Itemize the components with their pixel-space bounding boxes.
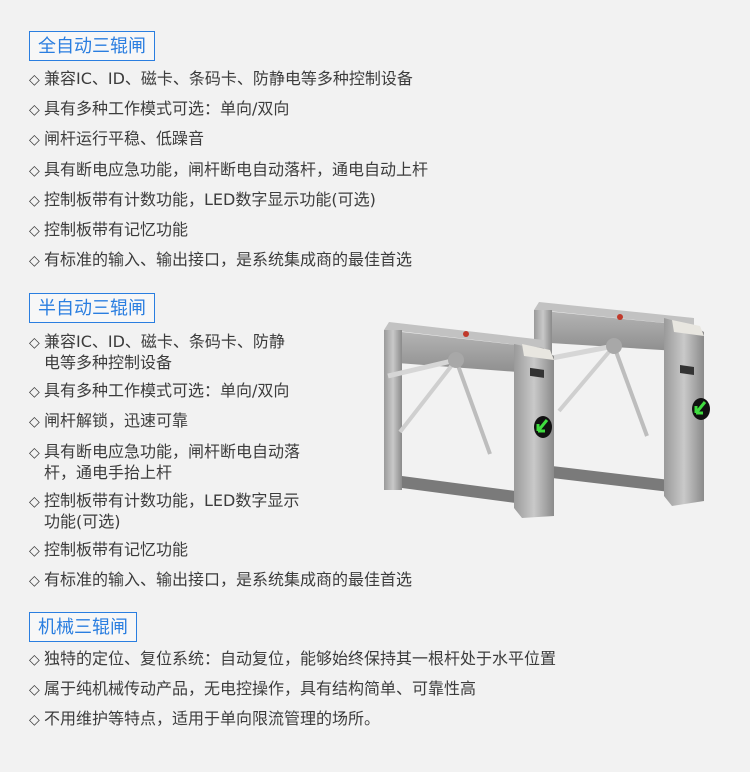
diamond-bullet-icon: ◇ — [29, 132, 40, 149]
diamond-bullet-icon: ◇ — [29, 222, 40, 239]
list-item: ◇属于纯机械传动产品，无电控操作，具有结构简单、可靠性高 — [29, 679, 477, 699]
list-item: ◇兼容IC、ID、磁卡、条码卡、防静电等多种控制设备 — [29, 69, 413, 88]
diamond-bullet-icon: ◇ — [29, 335, 40, 351]
list-item: ◇不用维护等特点，适用于单向限流管理的场所。 — [29, 709, 381, 729]
feature-list-semi-auto: ◇兼容IC、ID、磁卡、条码卡、防静电等多种控制设备 ◇具有多种工作模式可选：单… — [29, 332, 412, 600]
list-item: ◇有标准的输入、输出接口，是系统集成商的最佳首选 — [29, 570, 413, 590]
list-item: ◇闸杆解锁，迅速可靠 — [29, 411, 189, 431]
list-item: ◇具有断电应急功能，闸杆断电自动落杆，通电自动上杆 — [29, 159, 429, 179]
list-item: ◇控制板带有计数功能，LED数字显示功能(可选) — [29, 189, 376, 209]
diamond-bullet-icon: ◇ — [29, 72, 40, 88]
diamond-bullet-icon: ◇ — [29, 573, 40, 590]
diamond-bullet-icon: ◇ — [29, 102, 40, 119]
turnstile-back — [534, 302, 710, 506]
turnstile-front — [384, 322, 554, 518]
diamond-bullet-icon: ◇ — [29, 542, 40, 559]
list-item: ◇有标准的输入、输出接口，是系统集成商的最佳首选 — [29, 250, 413, 270]
list-item: ◇具有断电应急功能，闸杆断电自动落杆，通电手抬上杆 — [29, 441, 301, 482]
diamond-bullet-icon: ◇ — [29, 444, 40, 461]
list-item: ◇具有多种工作模式可选：单向/双向 — [29, 99, 290, 119]
feature-list-full-auto: ◇兼容IC、ID、磁卡、条码卡、防静电等多种控制设备 ◇具有多种工作模式可选：单… — [29, 69, 428, 280]
diamond-bullet-icon: ◇ — [29, 652, 40, 668]
section-title-full-auto: 全自动三辊闸 — [29, 31, 155, 61]
list-item: ◇独特的定位、复位系统：自动复位，能够始终保持其一根杆处于水平位置 — [29, 649, 557, 668]
list-item: ◇控制板带有计数功能，LED数字显示功能(可选) — [29, 490, 300, 531]
diamond-bullet-icon: ◇ — [29, 384, 40, 401]
diamond-bullet-icon: ◇ — [29, 253, 40, 270]
section-title-semi-auto: 半自动三辊闸 — [29, 293, 155, 323]
diamond-bullet-icon: ◇ — [29, 162, 40, 179]
list-item: ◇控制板带有记忆功能 — [29, 539, 189, 559]
list-item: ◇具有多种工作模式可选：单向/双向 — [29, 381, 290, 401]
section-title-mechanical: 机械三辊闸 — [29, 612, 137, 642]
feature-list-mechanical: ◇独特的定位、复位系统：自动复位，能够始终保持其一根杆处于水平位置 ◇属于纯机械… — [29, 649, 556, 740]
turnstile-product-image — [374, 296, 720, 518]
diamond-bullet-icon: ◇ — [29, 712, 40, 729]
diamond-bullet-icon: ◇ — [29, 192, 40, 209]
diamond-bullet-icon: ◇ — [29, 682, 40, 699]
diamond-bullet-icon: ◇ — [29, 493, 40, 510]
list-item: ◇闸杆运行平稳、低躁音 — [29, 129, 205, 149]
diamond-bullet-icon: ◇ — [29, 414, 40, 431]
list-item: ◇兼容IC、ID、磁卡、条码卡、防静电等多种控制设备 — [29, 332, 285, 372]
list-item: ◇控制板带有记忆功能 — [29, 219, 189, 239]
